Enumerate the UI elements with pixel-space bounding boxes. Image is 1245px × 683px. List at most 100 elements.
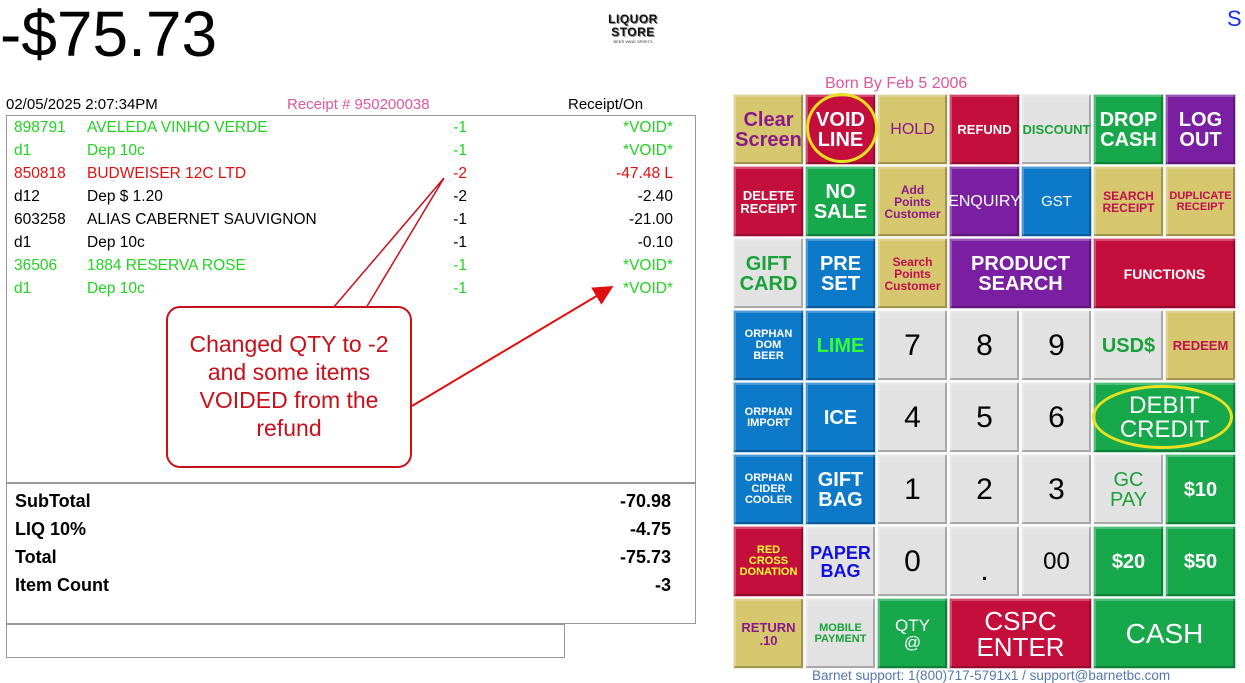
line-description: Dep 10c bbox=[87, 234, 145, 251]
ten-dollar-button[interactable]: $10 bbox=[1165, 454, 1236, 525]
orphan-dom-beer-button[interactable]: ORPHAN DOM BEER bbox=[733, 310, 804, 381]
line-qty: -1 bbox=[453, 280, 467, 297]
line-description: AVELEDA VINHO VERDE bbox=[87, 119, 268, 136]
line-code: d12 bbox=[14, 188, 40, 205]
line-description: Dep $ 1.20 bbox=[87, 188, 163, 205]
logo-tagline: BEER WINE SPIRITS bbox=[613, 39, 653, 44]
fifty-dollar-button[interactable]: $50 bbox=[1165, 526, 1236, 597]
twenty-dollar-button[interactable]: $20 bbox=[1093, 526, 1164, 597]
orphan-cider-cooler-button[interactable]: ORPHAN CIDER COOLER bbox=[733, 454, 804, 525]
key-8[interactable]: 8 bbox=[949, 310, 1020, 381]
line-amount: -47.48 L bbox=[616, 165, 673, 182]
key-4[interactable]: 4 bbox=[877, 382, 948, 453]
key-1[interactable]: 1 bbox=[877, 454, 948, 525]
key-2[interactable]: 2 bbox=[949, 454, 1020, 525]
hold-button[interactable]: HOLD bbox=[877, 94, 948, 165]
line-qty: -1 bbox=[453, 142, 467, 159]
total-row: Total -75.73 bbox=[7, 544, 695, 570]
subtotal-row: SubTotal -70.98 bbox=[7, 488, 695, 514]
line-code: d1 bbox=[14, 280, 32, 297]
key-5[interactable]: 5 bbox=[949, 382, 1020, 453]
usd-button[interactable]: USD$ bbox=[1093, 310, 1164, 381]
delete-receipt-button[interactable]: DELETE RECEIPT bbox=[733, 166, 804, 237]
receipt-line[interactable]: 850818 BUDWEISER 12C LTD -2 -47.48 L bbox=[7, 162, 695, 185]
product-search-button[interactable]: PRODUCT SEARCH bbox=[949, 238, 1092, 309]
enquiry-button[interactable]: ENQUIRY bbox=[948, 166, 1021, 237]
refund-button[interactable]: REFUND bbox=[949, 94, 1020, 165]
key-7[interactable]: 7 bbox=[877, 310, 948, 381]
mobile-payment-button[interactable]: MOBILE PAYMENT bbox=[805, 598, 876, 669]
debit-credit-highlight-ring bbox=[1092, 385, 1233, 449]
line-qty: -1 bbox=[453, 119, 467, 136]
line-amount: *VOID* bbox=[623, 257, 673, 274]
cspc-enter-button[interactable]: CSPC ENTER bbox=[949, 598, 1092, 669]
item-count-row: Item Count -3 bbox=[7, 572, 695, 598]
log-out-button[interactable]: LOG OUT bbox=[1165, 94, 1236, 165]
key-0[interactable]: 0 bbox=[877, 526, 948, 597]
clear-screen-button[interactable]: Clear Screen bbox=[733, 94, 804, 165]
no-sale-button[interactable]: NO SALE bbox=[805, 166, 876, 237]
ice-button[interactable]: ICE bbox=[805, 382, 876, 453]
discount-button[interactable]: DISCOUNT bbox=[1021, 94, 1092, 165]
receipt-line[interactable]: 36506 1884 RESERVA ROSE -1 *VOID* bbox=[7, 254, 695, 277]
gift-card-button[interactable]: GIFT CARD bbox=[733, 238, 804, 309]
receipt-line[interactable]: 898791 AVELEDA VINHO VERDE -1 *VOID* bbox=[7, 116, 695, 139]
line-qty: -1 bbox=[453, 234, 467, 251]
gc-pay-button[interactable]: GC PAY bbox=[1093, 454, 1164, 525]
receipt-number: Receipt # 950200038 bbox=[287, 96, 430, 113]
receipt-datetime: 02/05/2025 2:07:34PM bbox=[6, 96, 158, 113]
key-9[interactable]: 9 bbox=[1021, 310, 1092, 381]
receipt-line[interactable]: d1 Dep 10c -1 -0.10 bbox=[7, 231, 695, 254]
gift-bag-button[interactable]: GIFT BAG bbox=[805, 454, 876, 525]
line-amount: *VOID* bbox=[623, 142, 673, 159]
cash-button[interactable]: CASH bbox=[1093, 598, 1236, 669]
pos-keypad: Clear Screen VOID LINE HOLD REFUND DISCO… bbox=[733, 94, 1240, 670]
line-code: 850818 bbox=[14, 165, 66, 182]
functions-button[interactable]: FUNCTIONS bbox=[1093, 238, 1236, 309]
age-verification-notice: Born By Feb 5 2006 bbox=[825, 75, 968, 92]
line-code: d1 bbox=[14, 234, 32, 251]
search-points-customer-button[interactable]: Search Points Customer bbox=[877, 238, 948, 309]
key-decimal[interactable]: . bbox=[949, 526, 1020, 597]
annotation-callout: Changed QTY to -2 and some items VOIDED … bbox=[166, 306, 412, 468]
item-count-value: -3 bbox=[654, 575, 671, 595]
corner-mark: S bbox=[1227, 6, 1242, 31]
line-description: ALIAS CABERNET SAUVIGNON bbox=[87, 211, 317, 228]
orphan-import-button[interactable]: ORPHAN IMPORT bbox=[733, 382, 804, 453]
line-code: 898791 bbox=[14, 119, 66, 136]
line-qty: -2 bbox=[453, 188, 467, 205]
key-6[interactable]: 6 bbox=[1021, 382, 1092, 453]
tax-value: -4.75 bbox=[629, 519, 671, 539]
red-cross-donation-button[interactable]: RED CROSS DONATION bbox=[733, 526, 804, 597]
add-points-customer-button[interactable]: Add Points Customer bbox=[877, 166, 948, 237]
receipt-line[interactable]: d1 Dep 10c -1 *VOID* bbox=[7, 277, 695, 300]
preset-button[interactable]: PRE SET bbox=[805, 238, 876, 309]
logo-line-2: STORE bbox=[611, 25, 655, 39]
receipt-line[interactable]: d1 Dep 10c -1 *VOID* bbox=[7, 139, 695, 162]
line-qty: -2 bbox=[453, 165, 467, 182]
line-description: 1884 RESERVA ROSE bbox=[87, 257, 246, 274]
key-double-zero[interactable]: 00 bbox=[1021, 526, 1092, 597]
receipt-line[interactable]: 603258 ALIAS CABERNET SAUVIGNON -1 -21.0… bbox=[7, 208, 695, 231]
paper-bag-button[interactable]: PAPER BAG bbox=[805, 526, 876, 597]
search-receipt-button[interactable]: SEARCH RECEIPT bbox=[1093, 166, 1164, 237]
subtotal-value: -70.98 bbox=[619, 491, 671, 511]
line-amount: -0.10 bbox=[637, 234, 673, 251]
drop-cash-button[interactable]: DROP CASH bbox=[1093, 94, 1164, 165]
receipt-line[interactable]: d12 Dep $ 1.20 -2 -2.40 bbox=[7, 185, 695, 208]
item-count-label: Item Count bbox=[15, 575, 109, 595]
key-3[interactable]: 3 bbox=[1021, 454, 1092, 525]
redeem-button[interactable]: REDEEM bbox=[1165, 310, 1236, 381]
line-code: d1 bbox=[14, 142, 32, 159]
totals-panel: SubTotal -70.98 LIQ 10% -4.75 Total -75.… bbox=[6, 483, 696, 624]
void-line-highlight-ring bbox=[806, 93, 878, 163]
lime-button[interactable]: LIME bbox=[805, 310, 876, 381]
qty-at-button[interactable]: QTY @ bbox=[877, 598, 948, 669]
scan-entry-field[interactable] bbox=[6, 624, 565, 658]
tax-label: LIQ 10% bbox=[15, 519, 87, 539]
receipt-lines-panel[interactable]: 898791 AVELEDA VINHO VERDE -1 *VOID* d1 … bbox=[6, 115, 696, 483]
gst-button[interactable]: GST bbox=[1021, 166, 1092, 237]
return-deposit-button[interactable]: RETURN .10 bbox=[733, 598, 804, 669]
duplicate-receipt-button[interactable]: DUPLICATE RECEIPT bbox=[1165, 166, 1236, 237]
line-amount: *VOID* bbox=[623, 119, 673, 136]
